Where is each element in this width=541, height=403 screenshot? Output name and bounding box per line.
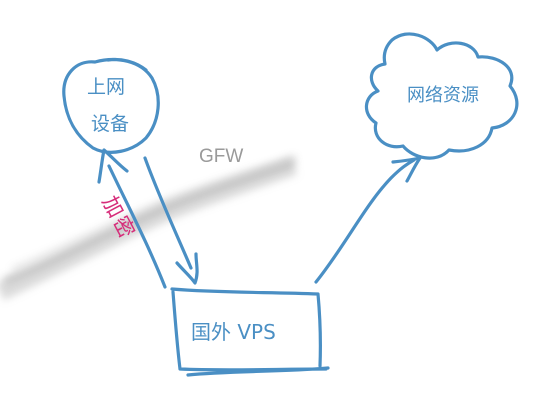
gfw-wall bbox=[0, 154, 298, 301]
vps-node-label: 国外 VPS bbox=[191, 320, 276, 344]
gfw-label: GFW bbox=[199, 146, 244, 167]
resource-node-outline bbox=[364, 32, 519, 160]
vps-to-resource-arrow bbox=[314, 156, 422, 284]
device-node-label-line2: 设备 bbox=[91, 113, 130, 135]
vps-node-outline bbox=[170, 287, 330, 377]
device-node-outline bbox=[62, 57, 160, 154]
encrypted-link-down-arrow bbox=[143, 156, 199, 285]
resource-node-label: 网络资源 bbox=[407, 85, 479, 106]
device-node-label-line1: 上网 bbox=[87, 76, 126, 98]
encrypted-link-up-arrow bbox=[97, 148, 167, 289]
